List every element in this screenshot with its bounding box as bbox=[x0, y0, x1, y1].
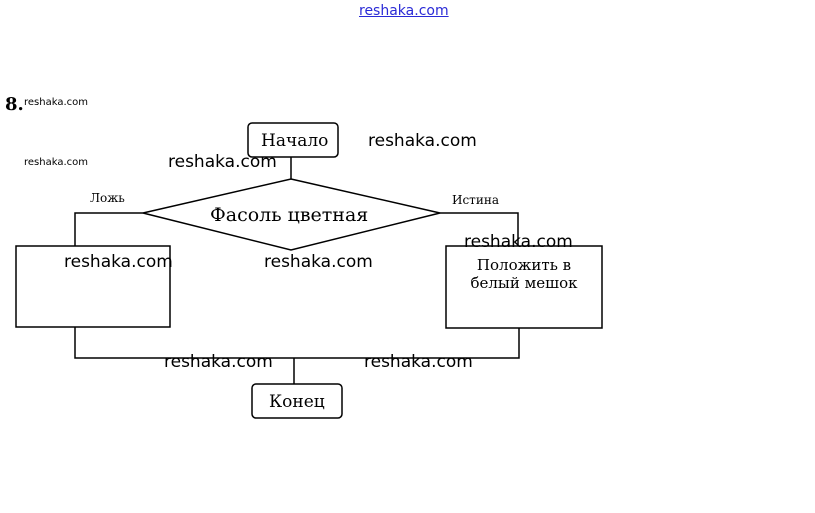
connector-true-branch bbox=[440, 212, 519, 246]
watermark-1: reshaka.com bbox=[368, 131, 477, 151]
watermark-5: reshaka.com bbox=[264, 252, 373, 272]
watermark-6: reshaka.com bbox=[164, 352, 273, 372]
branch-false-label: Ложь bbox=[90, 191, 125, 205]
watermark-2: reshaka.com bbox=[168, 152, 277, 172]
watermark-4: reshaka.com bbox=[64, 252, 173, 272]
problem-number: 8. bbox=[5, 94, 24, 115]
site-link[interactable]: reshaka.com bbox=[359, 3, 449, 19]
watermark-3: reshaka.com bbox=[464, 232, 573, 252]
watermark-small-1: reshaka.com bbox=[24, 97, 88, 108]
connector-merge bbox=[74, 327, 520, 359]
start-terminator bbox=[247, 122, 339, 158]
end-terminator bbox=[251, 383, 343, 419]
action-false-box bbox=[15, 245, 171, 328]
watermark-small-2: reshaka.com bbox=[24, 157, 88, 168]
end-label: Конец bbox=[269, 392, 325, 412]
action-true-box bbox=[445, 245, 603, 329]
branch-true-label: Истина bbox=[452, 193, 499, 207]
watermark-7: reshaka.com bbox=[364, 352, 473, 372]
action-true-label: Положить в белый мешок bbox=[470, 256, 578, 292]
decision-diamond bbox=[142, 178, 441, 251]
connector-false-branch bbox=[74, 212, 143, 246]
decision-label: Фасоль цветная bbox=[210, 204, 369, 226]
start-label: Начало bbox=[261, 131, 329, 151]
